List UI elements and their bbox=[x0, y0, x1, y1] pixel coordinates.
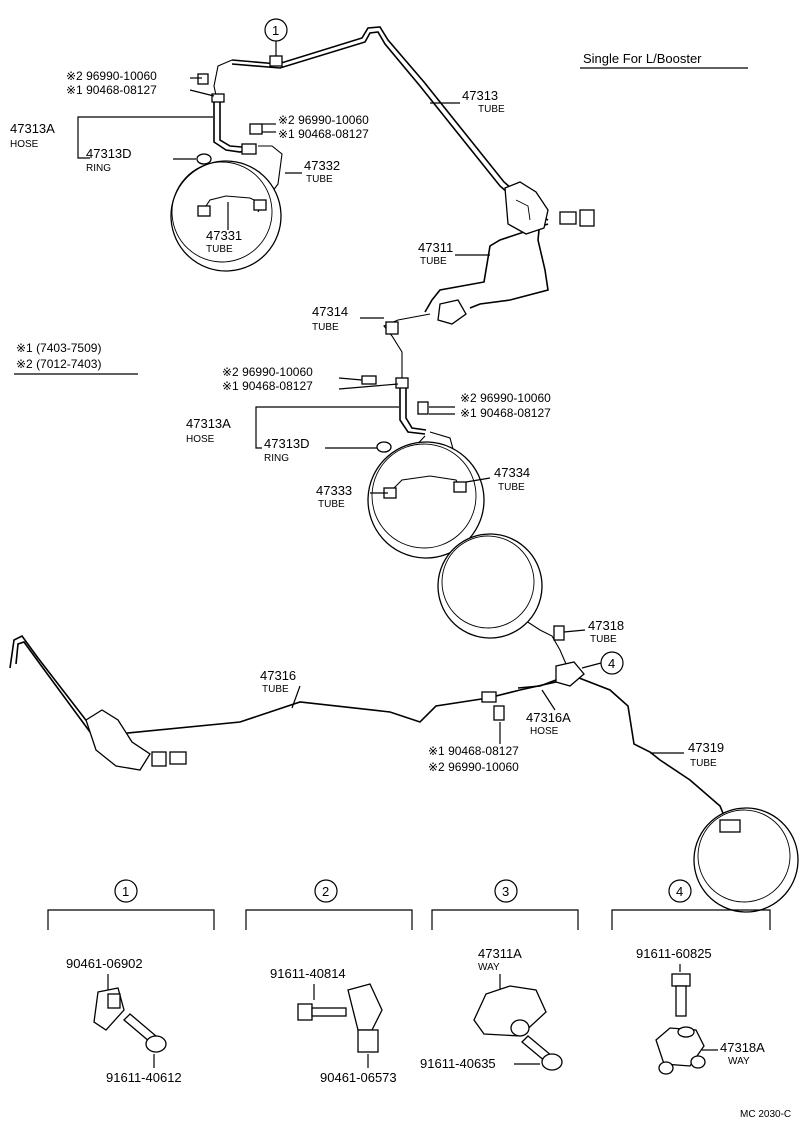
detail-3-bottom-part: 91611-40635 bbox=[420, 1056, 496, 1071]
label-47331-name: TUBE bbox=[206, 244, 233, 255]
callout-4-mid: 4 bbox=[581, 651, 624, 675]
part-labels: 47313 TUBE 47313A HOSE 47313D RING 47332… bbox=[10, 88, 724, 769]
label-47316-name: TUBE bbox=[262, 684, 289, 695]
label-47319-num: 47319 bbox=[688, 740, 724, 755]
label-47313D-top-name: RING bbox=[86, 163, 111, 174]
label-47313D-mid-num: 47313D bbox=[264, 436, 310, 451]
fittings bbox=[196, 55, 585, 721]
label-47332-num: 47332 bbox=[304, 158, 340, 173]
detail-2-top-part: 91611-40814 bbox=[270, 966, 346, 981]
clip-tl-1: ※2 96990-10060 bbox=[66, 69, 157, 83]
label-47316A-name: HOSE bbox=[530, 726, 559, 737]
label-47313-num: 47313 bbox=[462, 88, 498, 103]
clip-bottom-1: ※1 90468-08127 bbox=[428, 744, 519, 758]
footnote-1: ※1 (7403-7509) bbox=[16, 341, 101, 355]
detail-3: 3 47311A WAY 91611-40635 bbox=[420, 879, 579, 1071]
label-47313A-top-name: HOSE bbox=[10, 139, 39, 150]
clip-ml-1: ※2 96990-10060 bbox=[222, 365, 313, 379]
label-47334-name: TUBE bbox=[498, 482, 525, 493]
detail-4-part-name: WAY bbox=[728, 1056, 750, 1067]
detail-4-part-num: 47318A bbox=[720, 1040, 765, 1055]
label-47316-num: 47316 bbox=[260, 668, 296, 683]
label-47333-name: TUBE bbox=[318, 499, 345, 510]
label-47313A-mid-name: HOSE bbox=[186, 434, 215, 445]
label-47313-name: TUBE bbox=[478, 104, 505, 115]
label-47332-name: TUBE bbox=[306, 174, 333, 185]
brake-drum-right bbox=[693, 807, 799, 913]
detail-2: 2 91611-40814 90461-06573 bbox=[245, 879, 413, 1085]
label-47313A-top-num: 47313A bbox=[10, 121, 55, 136]
clip-mr-2: ※1 90468-08127 bbox=[460, 406, 551, 420]
label-47333-num: 47333 bbox=[316, 483, 352, 498]
brake-drum-mid bbox=[367, 441, 485, 559]
detail-1-top-part: 90461-06902 bbox=[66, 956, 143, 971]
label-47313A-mid-num: 47313A bbox=[186, 416, 231, 431]
label-47334-num: 47334 bbox=[494, 465, 530, 480]
label-47314-name: TUBE bbox=[312, 322, 339, 333]
footer-code: MC 2030-C bbox=[740, 1109, 791, 1120]
detail-3-part-num: 47311A bbox=[478, 946, 522, 961]
detail-1-callout: 1 bbox=[122, 884, 129, 899]
label-47313D-top-num: 47313D bbox=[86, 146, 132, 161]
clip-tl-2: ※1 90468-08127 bbox=[66, 83, 157, 97]
brake-drum-top bbox=[170, 160, 282, 272]
detail-2-bottom-part: 90461-06573 bbox=[320, 1070, 397, 1085]
diagram-title: Single For L/Booster bbox=[583, 51, 702, 66]
label-47311-num: 47311 bbox=[418, 240, 453, 255]
clip-ml-2: ※1 90468-08127 bbox=[222, 379, 313, 393]
label-47316A-num: 47316A bbox=[526, 710, 571, 725]
brake-drum-lower bbox=[437, 533, 543, 639]
detail-1: 1 90461-06902 91611-40612 bbox=[47, 879, 215, 1085]
label-47331-num: 47331 bbox=[206, 228, 242, 243]
detail-1-bottom-part: 91611-40612 bbox=[106, 1070, 182, 1085]
detail-4-callout: 4 bbox=[676, 884, 683, 899]
clip-tr-2: ※1 90468-08127 bbox=[278, 127, 369, 141]
callout-1-top-text: 1 bbox=[272, 23, 279, 38]
label-47311-name: TUBE bbox=[420, 256, 447, 267]
master-cylinder bbox=[504, 181, 595, 235]
detail-4-top-part: 91611-60825 bbox=[636, 946, 712, 961]
label-47318-num: 47318 bbox=[588, 618, 624, 633]
label-47313D-mid-name: RING bbox=[264, 453, 289, 464]
label-47314-num: 47314 bbox=[312, 304, 348, 319]
clip-bottom-2: ※2 96990-10060 bbox=[428, 760, 519, 774]
label-47318-name: TUBE bbox=[590, 634, 617, 645]
footnote-2: ※2 (7012-7403) bbox=[16, 357, 101, 371]
footnotes: ※1 (7403-7509) ※2 (7012-7403) bbox=[14, 341, 138, 375]
callout-4-mid-text: 4 bbox=[608, 656, 615, 671]
detail-3-callout: 3 bbox=[502, 884, 509, 899]
detail-2-callout: 2 bbox=[322, 884, 329, 899]
detail-3-part-name: WAY bbox=[478, 962, 500, 973]
clip-references: ※2 96990-10060 ※1 90468-08127 ※2 96990-1… bbox=[66, 69, 551, 774]
clip-mr-1: ※2 96990-10060 bbox=[460, 391, 551, 405]
leader-lines bbox=[77, 77, 684, 754]
detail-4: 4 91611-60825 47318A WAY bbox=[611, 879, 771, 1075]
label-47319-name: TUBE bbox=[690, 758, 717, 769]
callout-1-top: 1 bbox=[264, 18, 288, 56]
clip-tr-1: ※2 96990-10060 bbox=[278, 113, 369, 127]
rear-master-cylinder bbox=[85, 709, 187, 771]
